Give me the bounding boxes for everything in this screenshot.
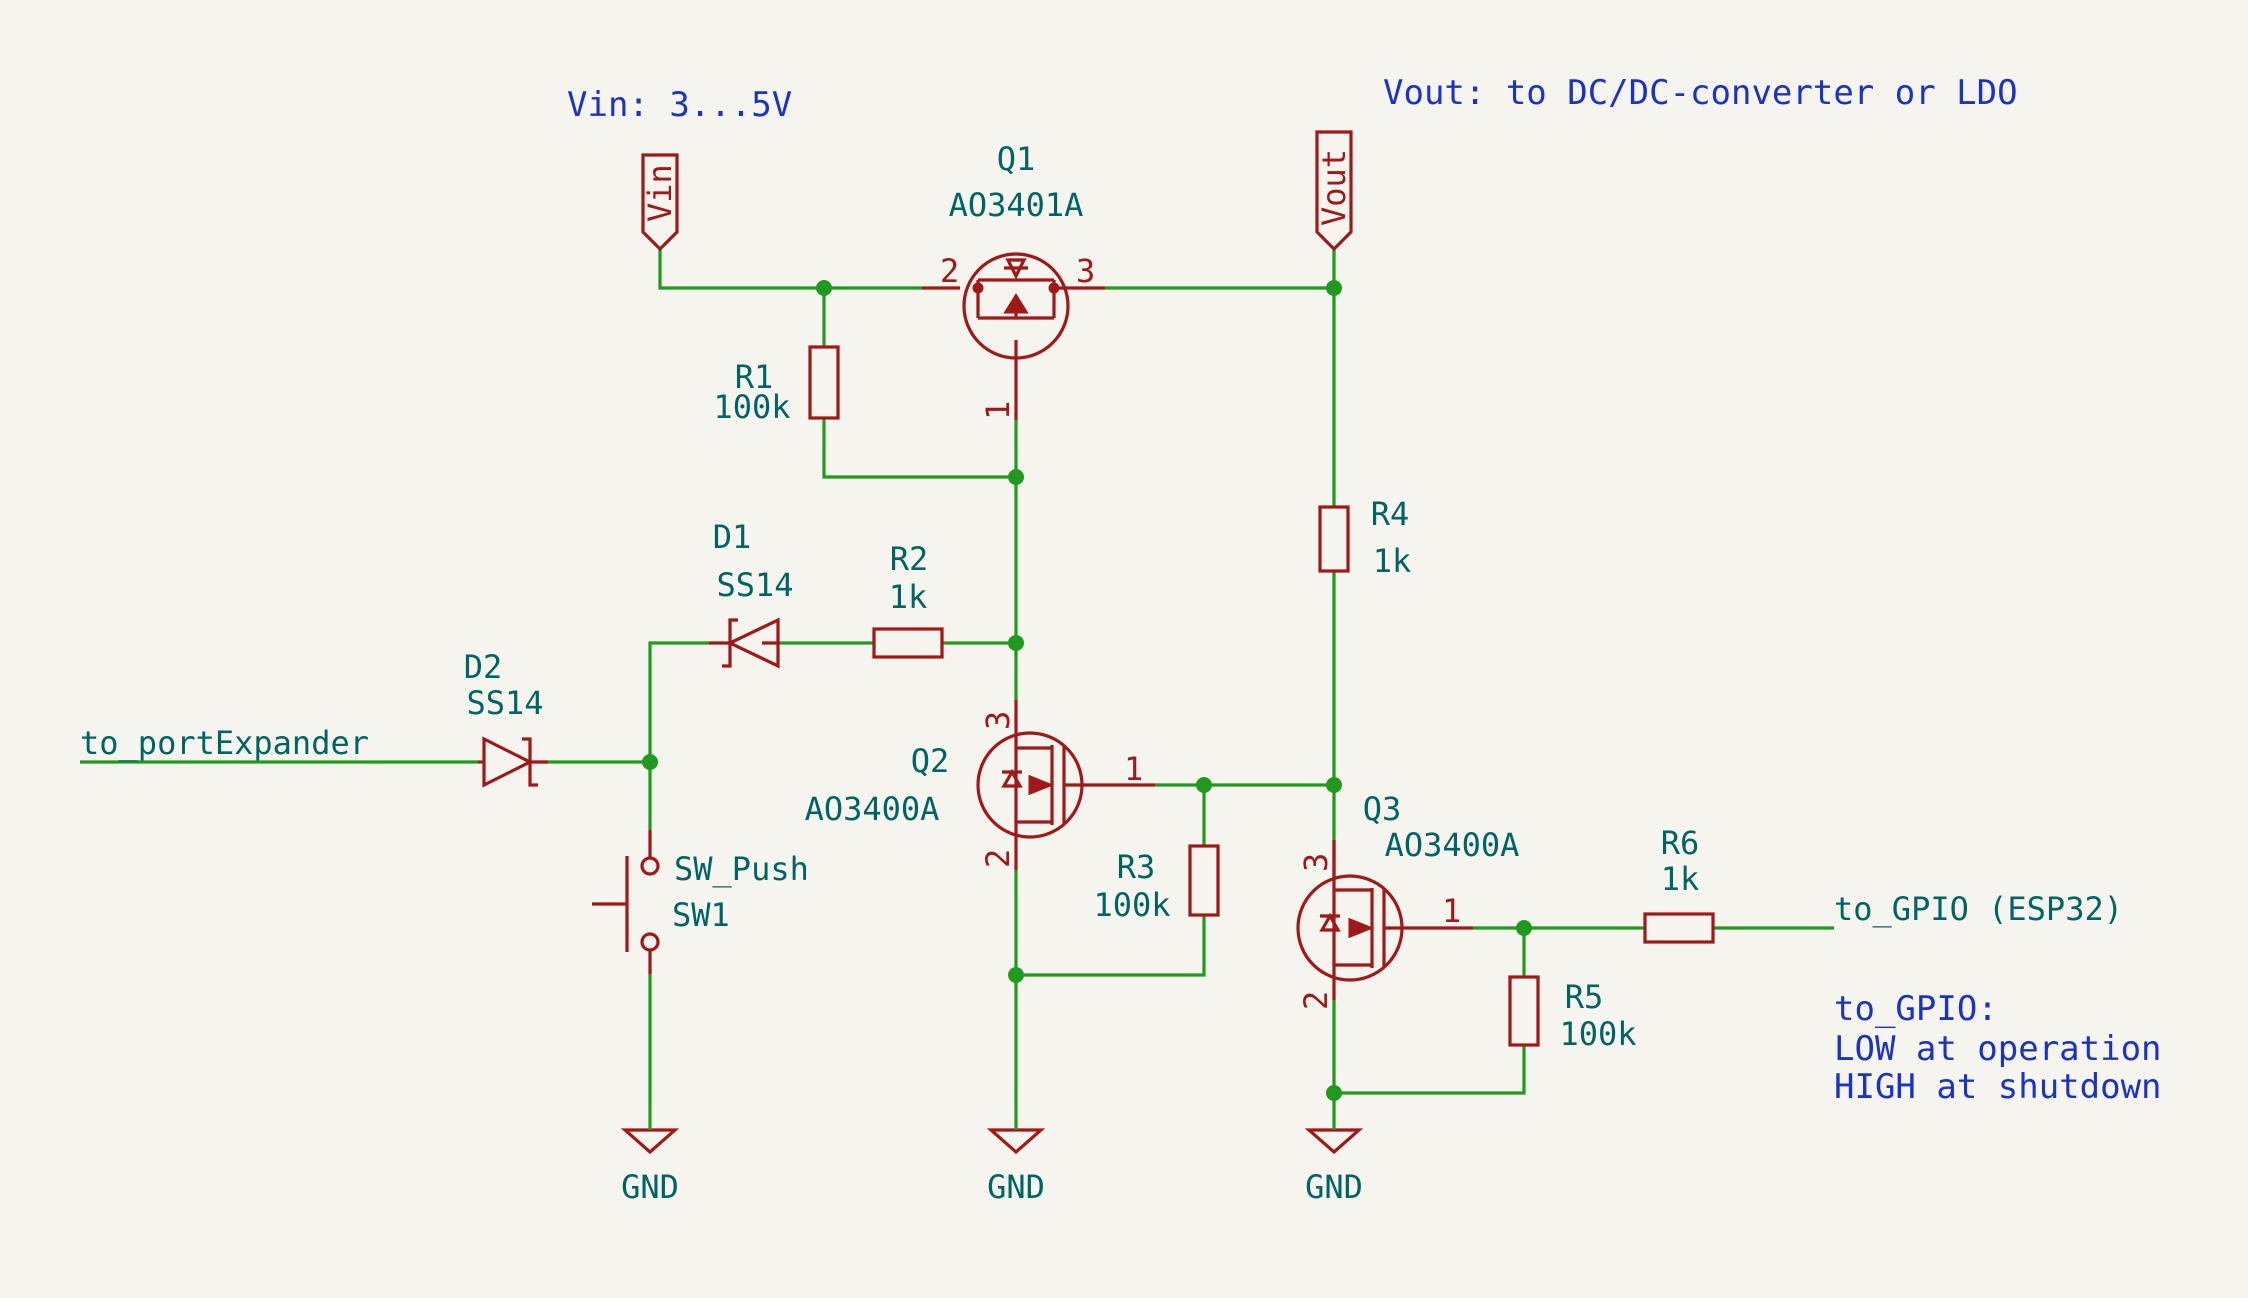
note-vin: Vin: 3...5V: [567, 85, 792, 125]
q3-pin-2: 2: [1297, 991, 1335, 1010]
gnd-label-3: GND: [1305, 1168, 1363, 1206]
r2-resistor: [872, 627, 944, 659]
r5-resistor: [1508, 975, 1540, 1047]
d2-value: SS14: [466, 684, 543, 722]
q1-mosfet-symbol: [922, 252, 1105, 420]
r2-ref: R2: [890, 540, 929, 578]
q2-pin-3: 3: [979, 711, 1017, 730]
q3-ref: Q3: [1363, 790, 1402, 828]
sw1-push-switch-symbol: [592, 830, 660, 974]
r4-resistor: [1318, 505, 1350, 573]
wires: [80, 249, 1834, 1100]
r4-ref: R4: [1371, 495, 1410, 533]
sw1-value: SW_Push: [674, 850, 809, 888]
r6-resistor: [1643, 912, 1715, 944]
r3-value: 100k: [1093, 886, 1170, 924]
note-gpio-line2: LOW at operation: [1834, 1029, 2162, 1069]
d1-value: SS14: [716, 566, 793, 604]
note-gpio-line1: to_GPIO:: [1834, 989, 1998, 1029]
q3-value: AO3400A: [1385, 826, 1520, 864]
r6-value: 1k: [1661, 860, 1700, 898]
d1-ref: D1: [713, 518, 752, 556]
q1-ref: Q1: [997, 140, 1036, 178]
gnd-symbols: [620, 1100, 1364, 1155]
r5-value: 100k: [1559, 1015, 1636, 1053]
q1-pin-1: 1: [979, 401, 1017, 420]
vout-flag-label: Vout: [1315, 149, 1353, 226]
r2-value: 1k: [889, 578, 928, 616]
vin-flag-label: Vin: [641, 164, 679, 222]
gnd-label-1: GND: [621, 1168, 679, 1206]
q2-value: AO3400A: [805, 790, 940, 828]
q3-mosfet-symbol: [1296, 840, 1473, 1000]
r4-value: 1k: [1373, 542, 1412, 580]
q1-value: AO3401A: [949, 186, 1084, 224]
q3-pin-1: 1: [1442, 892, 1461, 930]
q2-mosfet-symbol: [976, 700, 1155, 870]
r6-ref: R6: [1661, 824, 1700, 862]
d2-diode-symbol: [478, 736, 548, 788]
r5-ref: R5: [1565, 978, 1604, 1016]
q2-pin-1: 1: [1124, 750, 1143, 788]
gnd-label-2: GND: [987, 1168, 1045, 1206]
q3-pin-3: 3: [1297, 853, 1335, 872]
q2-pin-2: 2: [979, 849, 1017, 868]
net-label-port-expander: to_portExpander: [80, 724, 369, 762]
q2-ref: Q2: [911, 742, 950, 780]
net-label-gpio: to_GPIO (ESP32): [1834, 890, 2123, 928]
d2-ref: D2: [464, 648, 503, 686]
q1-pin-3: 3: [1076, 252, 1095, 290]
note-vout: Vout: to DC/DC-converter or LDO: [1383, 73, 2018, 113]
r1-ref: R1: [735, 358, 774, 396]
note-gpio-line3: HIGH at shutdown: [1834, 1067, 2162, 1107]
q1-pin-2: 2: [940, 252, 959, 290]
d1-diode-symbol: [709, 617, 780, 669]
vout-power-flag: Vout: [1315, 130, 1353, 252]
vin-power-flag: Vin: [641, 153, 679, 252]
r3-ref: R3: [1117, 848, 1156, 886]
sw1-ref: SW1: [672, 896, 730, 934]
junction-dots: [642, 280, 1532, 1101]
r1-resistor: [808, 345, 840, 420]
r1-value: 100k: [713, 388, 790, 426]
r3-resistor: [1188, 844, 1220, 917]
